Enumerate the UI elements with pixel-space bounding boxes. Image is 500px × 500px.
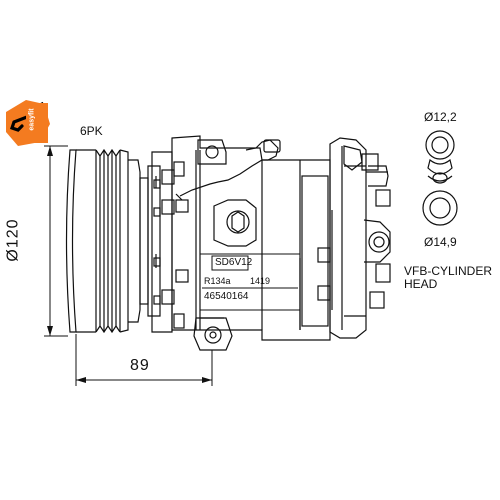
nameplate-part-number: 46540164: [204, 291, 249, 302]
nameplate-code: 1419: [250, 276, 271, 286]
front-housing: [147, 151, 175, 333]
pulley-diameter-label: Ø120: [4, 218, 22, 262]
dimension-lines: [44, 145, 213, 386]
nameplate: [199, 253, 301, 311]
port-seals: [422, 130, 458, 226]
rear-head: [329, 137, 391, 339]
easyfit-logo: [6, 100, 50, 146]
length-dimension-label: 89: [130, 357, 150, 374]
logo-text: easyfit: [28, 108, 36, 131]
belt-profile-label: 6PK: [80, 124, 103, 138]
cylinder-head-label-line1: VFB-CYLINDER: [404, 264, 493, 278]
nameplate-model: SD6V12: [215, 257, 253, 268]
pulley: [65, 148, 149, 334]
cylinder-head-label-line2: HEAD: [404, 277, 438, 291]
compressor-body: [171, 135, 333, 351]
small-port-diameter-label: Ø12,2: [424, 110, 457, 124]
large-port-diameter-label: Ø14,9: [424, 235, 457, 249]
nameplate-refrigerant: R134a: [204, 276, 231, 286]
